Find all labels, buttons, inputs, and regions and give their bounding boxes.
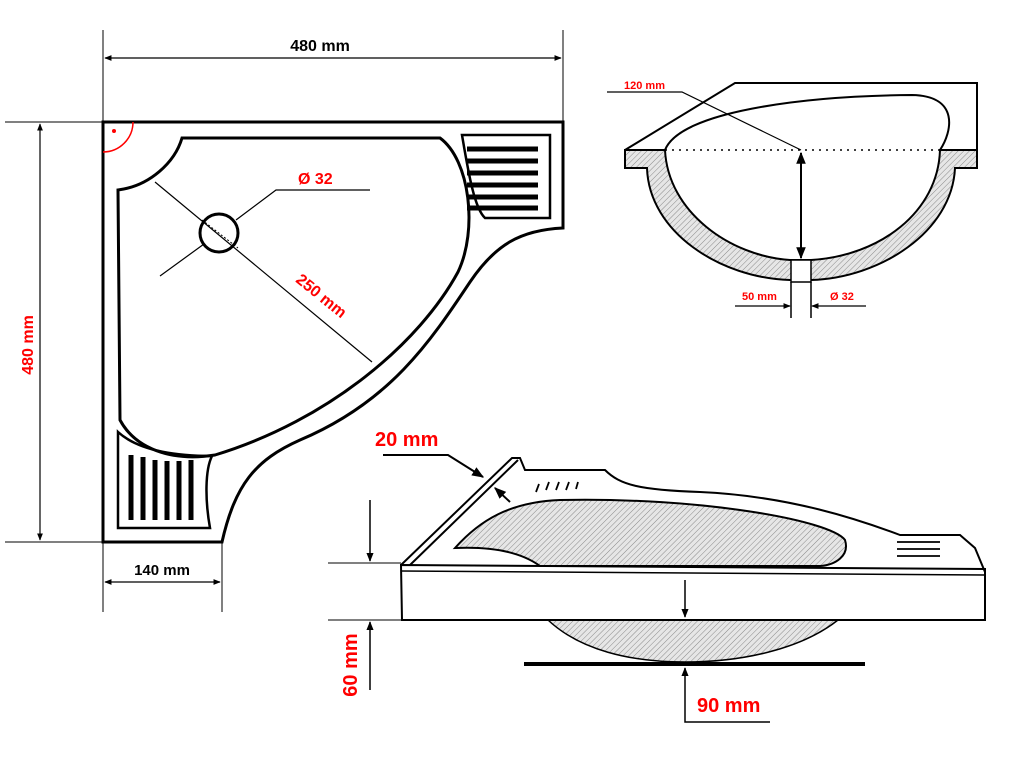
bowl-label: 90 mm [697,695,760,717]
rim-leader [383,454,485,478]
rim-label: 20 mm [375,429,438,451]
bottom-drainboard [116,429,215,530]
drain-diameter-label: Ø 32 [298,171,333,188]
section-depth-label: 120 mm [624,80,665,92]
side-slots [897,541,940,557]
rim-inner-line [409,459,519,566]
rim-leader [494,487,511,503]
radius-label: 250 mm [292,271,349,322]
right-drain-slots [467,146,538,211]
side-view [328,454,986,723]
upper-bowl [452,498,847,567]
pipe-diameter-label: Ø 32 [830,291,854,303]
depth-label: 480 mm [20,315,37,375]
drain-leader [159,243,205,277]
countertop-slab [399,563,986,621]
top-view [5,30,565,612]
bowl-section [624,149,978,281]
bowl-opening [664,93,951,151]
section-view [607,82,978,318]
sink-top-outline [400,457,986,573]
drain-leader [235,189,370,221]
bottom-drain-slots [128,455,194,520]
sink-outline [101,120,565,544]
depth-leader [607,91,802,151]
radius-line [154,181,373,363]
bowl-dimension-arrow [681,667,770,723]
width-label: 480 mm [290,38,350,55]
drain-centerline [201,219,239,249]
drainboard-label: 140 mm [134,562,190,579]
drain-pipe [790,259,812,283]
pipe-length-label: 50 mm [742,291,777,303]
basin-outline [116,136,471,459]
countertop-outline [624,82,978,167]
right-angle-mark [102,121,134,153]
slab-label: 60 mm [340,633,362,696]
right-angle-dot [112,129,116,133]
lower-bowl [546,619,841,663]
slab-edge [400,570,986,576]
drain-hole [198,212,240,254]
top-slots [535,481,579,493]
